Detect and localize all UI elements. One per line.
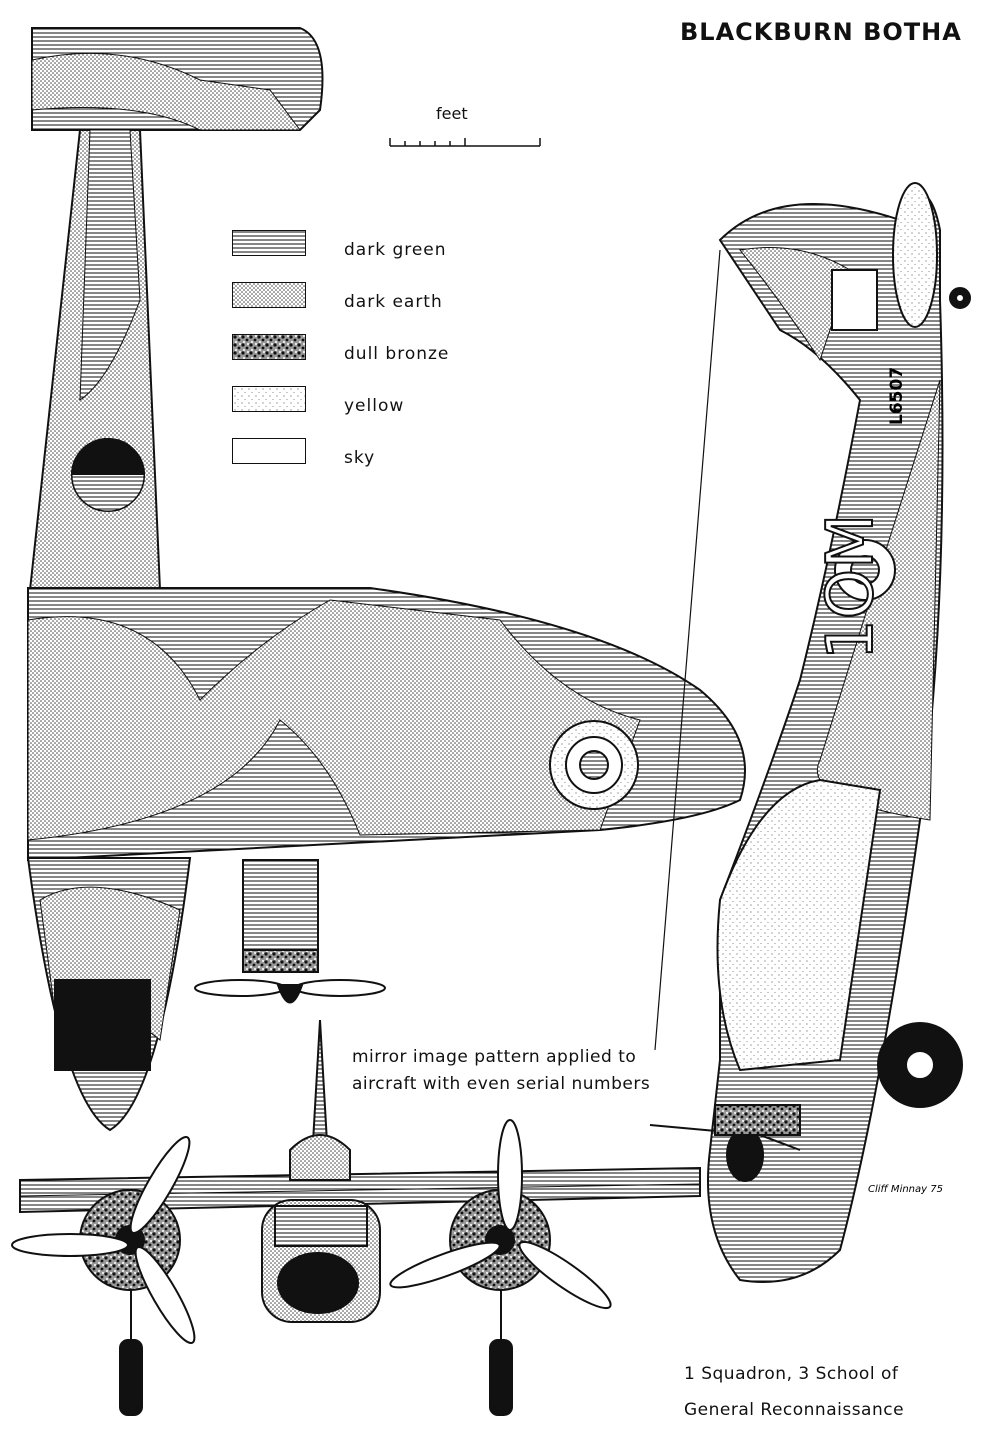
legend-label: dark earth — [344, 292, 443, 312]
legend-swatch-dark-green — [232, 230, 306, 256]
side-view — [649, 182, 971, 1283]
unit-line: General Reconnaissance — [684, 1400, 905, 1420]
note-line: aircraft with even serial numbers — [352, 1074, 651, 1094]
serial-number: L6507 — [887, 367, 907, 425]
legend-label: dull bronze — [344, 344, 450, 364]
plan-view — [26, 27, 746, 1132]
note-line: mirror image pattern applied to — [352, 1047, 637, 1067]
wing-roundel — [549, 720, 639, 810]
fuselage-roundel — [834, 539, 896, 601]
legend-swatch-yellow — [232, 386, 306, 412]
legend-swatch-dull-bronze — [232, 334, 306, 360]
page-title: BLACKBURN BOTHA — [680, 18, 962, 46]
unit-line: 1 Squadron, 3 School of — [684, 1364, 899, 1384]
legend-swatch-sky — [232, 438, 306, 464]
unit-caption: 1 Squadron, 3 School of General Reconnai… — [684, 1356, 904, 1428]
fuselage-code: 1OM — [814, 514, 888, 660]
scale-label: feet — [436, 104, 468, 123]
legend-label: sky — [344, 448, 376, 468]
legend-swatch-dark-earth — [232, 282, 306, 308]
legend-label: yellow — [344, 396, 405, 416]
mirror-pattern-note: mirror image pattern applied to aircraft… — [352, 1044, 650, 1098]
legend-label: dark green — [344, 240, 447, 260]
front-view — [11, 1019, 701, 1416]
artist-signature: Cliff Minnay 75 — [868, 1184, 943, 1195]
scale-bar — [389, 138, 541, 147]
